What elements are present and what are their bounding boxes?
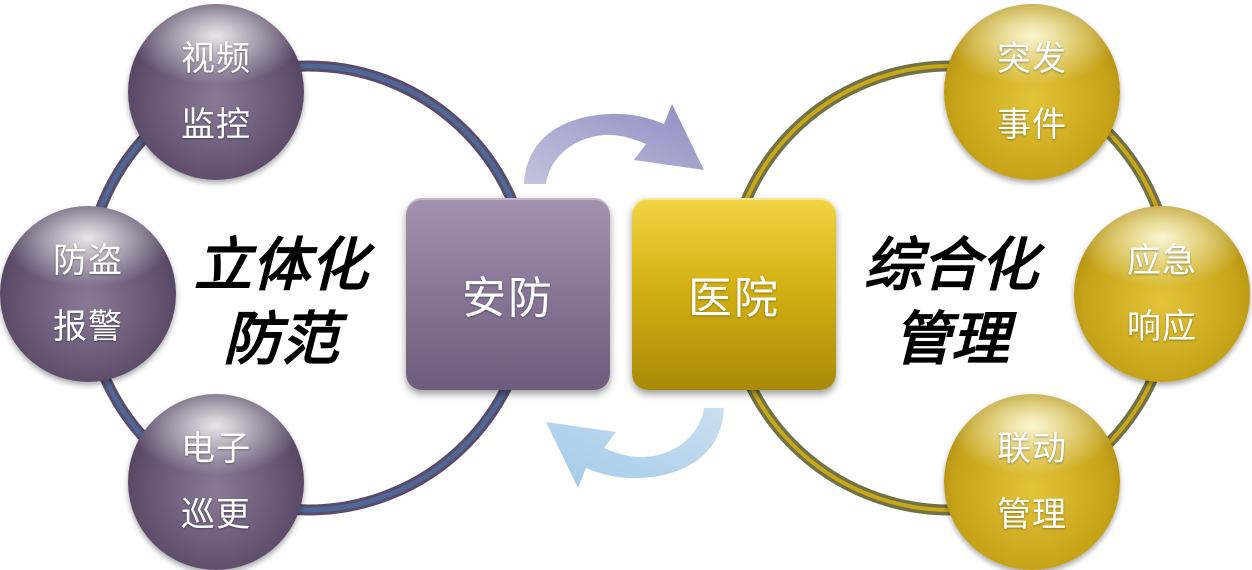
orb-video-monitoring: 视频 监控 <box>128 4 304 180</box>
cycle-arrow-bottom <box>546 408 724 488</box>
orb-label-line2: 事件 <box>997 105 1067 145</box>
orb-label-line2: 监控 <box>181 105 251 145</box>
orb-label-line1: 突发 <box>997 39 1067 79</box>
orb-label-line1: 视频 <box>181 39 251 79</box>
orb-label-line2: 管理 <box>997 495 1067 535</box>
hospital-box: 医院 <box>632 198 836 390</box>
left-title-line1: 立体化 <box>193 231 368 299</box>
orb-label-line1: 应急 <box>1127 241 1197 281</box>
right-title-line1: 综合化 <box>863 231 1038 299</box>
orb-burglar-alarm: 防盗 报警 <box>0 206 176 382</box>
orb-electronic-patrol: 电子 巡更 <box>128 394 304 570</box>
orb-label-line2: 巡更 <box>181 495 251 535</box>
right-title-line2: 管理 <box>892 305 1009 373</box>
orb-emergency-event: 突发 事件 <box>944 4 1120 180</box>
orb-label-line1: 联动 <box>997 429 1067 469</box>
orb-linkage-management: 联动 管理 <box>944 394 1120 570</box>
security-box-label: 安防 <box>462 273 554 324</box>
security-box: 安防 <box>406 198 610 390</box>
orb-label-line2: 响应 <box>1127 307 1197 347</box>
orb-label-line1: 防盗 <box>53 241 123 281</box>
hospital-box-label: 医院 <box>688 273 780 324</box>
cycle-arrow-top <box>524 104 704 184</box>
left-title-line2: 防范 <box>222 305 339 373</box>
orb-emergency-response: 应急 响应 <box>1074 206 1250 382</box>
right-group-title: 综合化 管理 <box>846 228 1056 376</box>
left-group-title: 立体化 防范 <box>176 228 386 376</box>
orb-label-line2: 报警 <box>53 307 123 347</box>
orb-label-line1: 电子 <box>181 429 251 469</box>
